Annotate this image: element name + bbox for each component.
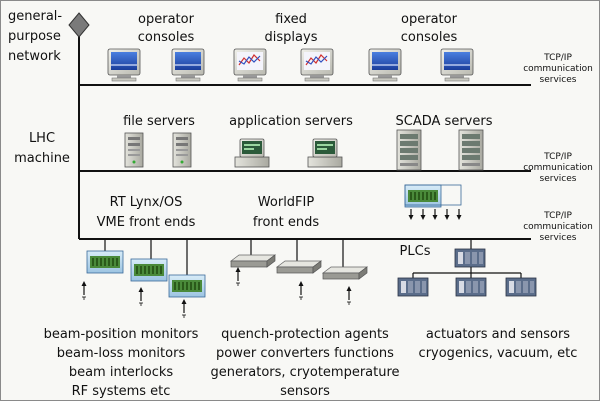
display-chart-icon bbox=[300, 48, 334, 82]
operator-consoles-a-label-2: consoles bbox=[138, 30, 195, 45]
worldfip-label-2: front ends bbox=[253, 215, 320, 230]
network-label-3: network bbox=[8, 49, 61, 64]
console-monitor-icon bbox=[107, 48, 141, 82]
sensor-signal-icon bbox=[297, 280, 305, 301]
console-monitor-icon bbox=[171, 48, 205, 82]
signal-down-icon bbox=[455, 208, 463, 221]
machine-label-2: machine bbox=[14, 151, 70, 166]
sensor-signal-icon bbox=[180, 298, 188, 319]
scada-server-icon bbox=[458, 129, 484, 171]
signal-down-icon bbox=[419, 208, 427, 221]
fip-unit-icon bbox=[276, 260, 322, 274]
fixed-displays-label-1: fixed bbox=[275, 12, 307, 27]
vme-crate-icon bbox=[86, 250, 124, 274]
application-server-icon bbox=[307, 138, 343, 168]
signal-down-icon bbox=[407, 208, 415, 221]
operator-consoles-a-label-1: operator bbox=[138, 12, 195, 27]
application-server-icon bbox=[234, 138, 270, 168]
equipment-left-4: RF systems etc bbox=[72, 384, 171, 399]
equipment-middle-2: power converters functions bbox=[216, 346, 394, 361]
machine-label-1: LHC bbox=[29, 131, 55, 146]
fip-unit-icon bbox=[230, 254, 276, 268]
svg-text:services: services bbox=[540, 174, 577, 184]
gateway-crate-frame bbox=[404, 184, 462, 206]
sensor-signal-icon bbox=[234, 266, 242, 287]
file-servers-label: file servers bbox=[123, 114, 195, 129]
vme-crate-icon bbox=[130, 258, 168, 282]
fixed-displays-label-2: displays bbox=[265, 30, 318, 45]
service-label-tier1: TCP/IP communication services bbox=[523, 53, 593, 85]
plcs-label: PLCs bbox=[400, 244, 431, 259]
svg-text:TCP/IP: TCP/IP bbox=[543, 152, 572, 162]
file-server-icon bbox=[172, 132, 192, 168]
equipment-left-2: beam-loss monitors bbox=[57, 346, 186, 361]
sensor-signal-icon bbox=[80, 280, 88, 301]
equipment-right-1: actuators and sensors bbox=[426, 327, 570, 342]
plc-icon bbox=[397, 277, 429, 297]
gateway-diamond bbox=[68, 12, 90, 38]
network-label-1: general- bbox=[8, 9, 62, 24]
svg-text:services: services bbox=[540, 233, 577, 243]
plc-icon bbox=[505, 277, 537, 297]
equipment-middle-1: quench-protection agents bbox=[221, 327, 389, 342]
sensor-signal-icon bbox=[345, 285, 353, 306]
equipment-left-1: beam-position monitors bbox=[44, 327, 199, 342]
service-label-tier3: TCP/IP communication services bbox=[523, 211, 593, 243]
svg-text:services: services bbox=[540, 75, 577, 85]
signal-down-icon bbox=[431, 208, 439, 221]
fip-unit-icon bbox=[322, 266, 368, 280]
svg-text:TCP/IP: TCP/IP bbox=[543, 53, 572, 63]
svg-text:TCP/IP: TCP/IP bbox=[543, 211, 572, 221]
operator-consoles-b-label-2: consoles bbox=[401, 30, 458, 45]
plc-master-icon bbox=[454, 248, 486, 268]
signal-down-icon bbox=[443, 208, 451, 221]
equipment-left-3: beam interlocks bbox=[69, 365, 174, 380]
display-chart-icon bbox=[233, 48, 267, 82]
vme-crate-icon bbox=[168, 274, 206, 298]
rt-lynx-label-1: RT Lynx/OS bbox=[110, 195, 183, 210]
application-servers-label: application servers bbox=[229, 114, 353, 129]
scada-servers-label: SCADA servers bbox=[396, 114, 493, 129]
service-label-tier2: TCP/IP communication services bbox=[523, 152, 593, 184]
console-monitor-icon bbox=[440, 48, 474, 82]
svg-text:communication: communication bbox=[523, 64, 593, 74]
plc-icon bbox=[455, 277, 487, 297]
equipment-middle-3: generators, cryotemperature bbox=[210, 365, 399, 380]
sensor-signal-icon bbox=[137, 286, 145, 307]
operator-consoles-b-label-1: operator bbox=[401, 12, 458, 27]
network-label-2: purpose bbox=[8, 29, 61, 44]
svg-text:communication: communication bbox=[523, 222, 593, 232]
svg-text:communication: communication bbox=[523, 163, 593, 173]
rt-lynx-label-2: VME front ends bbox=[97, 215, 196, 230]
console-monitor-icon bbox=[368, 48, 402, 82]
gateway-crate-icon bbox=[404, 184, 442, 208]
file-server-icon bbox=[124, 132, 144, 168]
worldfip-label-1: WorldFIP bbox=[258, 195, 315, 210]
equipment-middle-4: sensors bbox=[280, 384, 330, 399]
scada-server-icon bbox=[396, 129, 422, 171]
equipment-right-2: cryogenics, vacuum, etc bbox=[419, 346, 578, 361]
